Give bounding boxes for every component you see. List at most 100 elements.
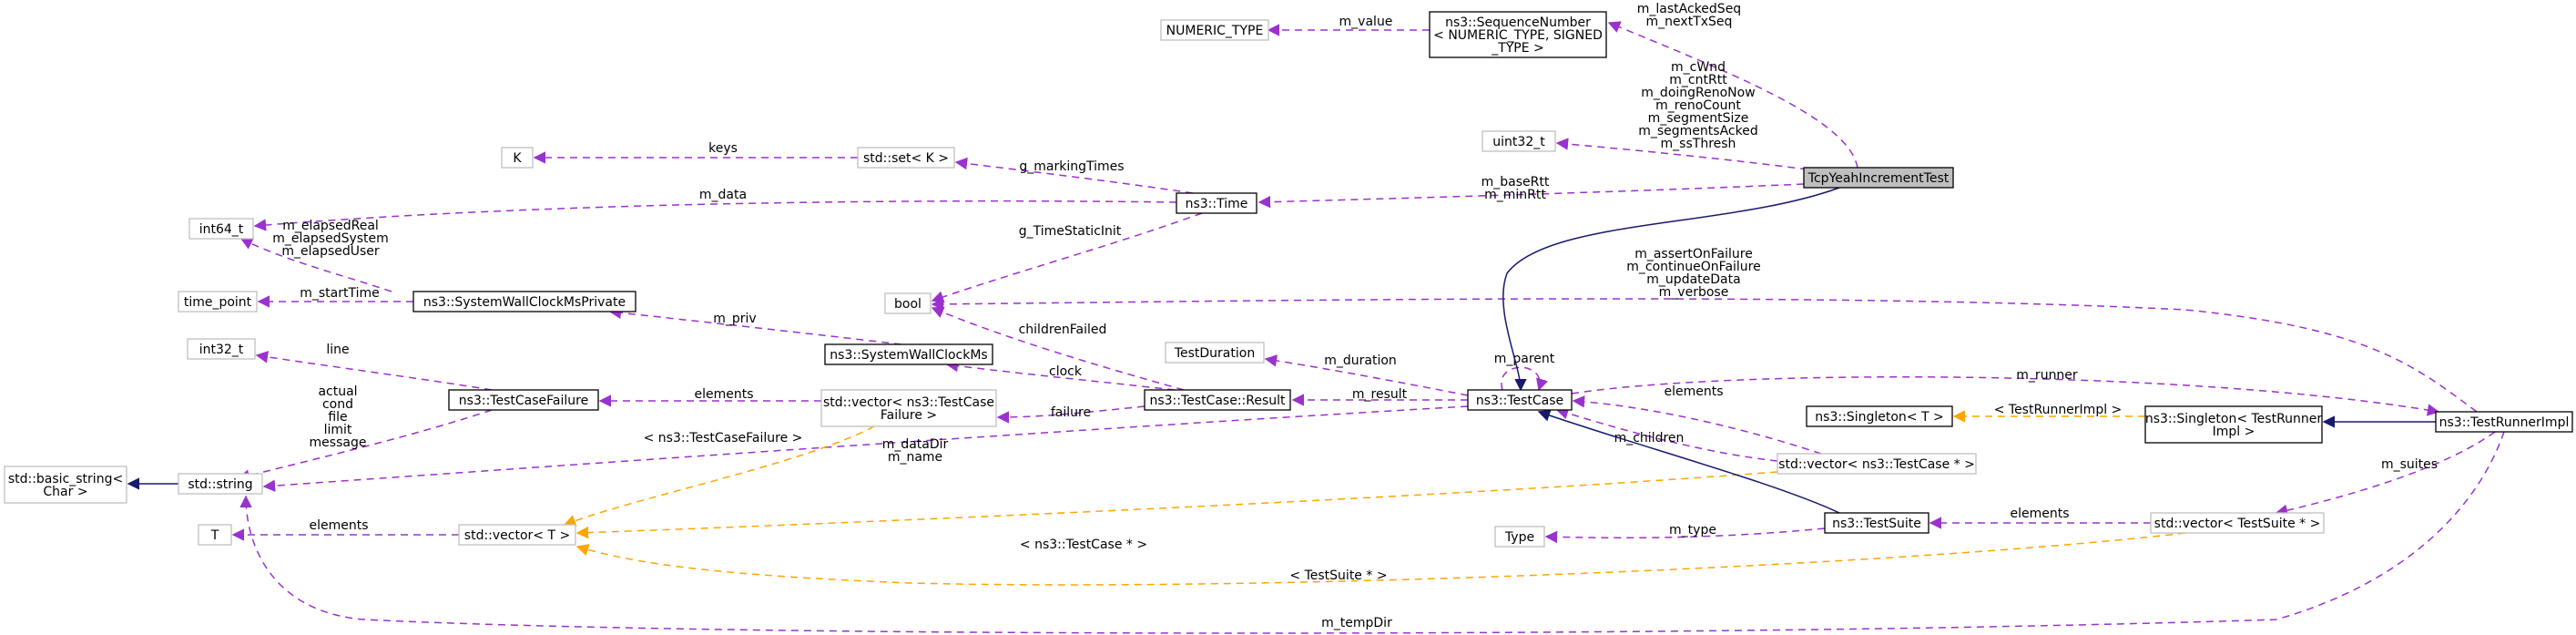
node-label: int32_t xyxy=(199,343,244,357)
edge-label: < TestRunnerImpl > xyxy=(1994,403,2123,417)
node-label: std::vector< TestSuite * > xyxy=(2154,517,2321,531)
node-tcresult[interactable]: ns3::TestCase::Result xyxy=(1144,389,1291,411)
edge-label-line: m_parent xyxy=(1494,352,1555,366)
edge-swcmp-starttime: m_startTime xyxy=(257,286,413,308)
node-testrunnerimpl[interactable]: ns3::TestRunnerImpl xyxy=(2435,411,2573,433)
edge-label-line: file xyxy=(328,410,347,425)
node-box xyxy=(448,389,599,411)
node-label-line: std::set< K > xyxy=(863,151,949,166)
node-box xyxy=(458,524,576,546)
node-box xyxy=(178,473,263,495)
node-label-line: < NUMERIC_TYPE, SIGNED xyxy=(1433,28,1603,43)
edge-seqnum-value: m_value xyxy=(1267,15,1430,36)
edge-vec_t-elements: elements xyxy=(231,518,459,541)
edge-label-line: m_duration xyxy=(1324,353,1397,368)
node-string: std::string xyxy=(178,473,263,495)
edge-vec_ts-elements: elements xyxy=(1929,507,2151,529)
edge-label-line: m_renoCount xyxy=(1655,98,1741,113)
node-time[interactable]: ns3::Time xyxy=(1176,192,1257,214)
node-seqnum[interactable]: ns3::SequenceNumber< NUMERIC_TYPE, SIGNE… xyxy=(1429,11,1607,58)
edge-label-line: m_elapsedSystem xyxy=(272,231,389,246)
node-box xyxy=(198,524,232,546)
edge-label-line: m_baseRtt xyxy=(1481,175,1550,189)
edge-label-line: elements xyxy=(694,387,753,402)
edge-label: g_markingTimes xyxy=(1019,159,1124,174)
edge-label-line: < TestRunnerImpl > xyxy=(1994,403,2123,417)
edge-label: m_data xyxy=(699,188,747,202)
node-testcasefailure[interactable]: ns3::TestCaseFailure xyxy=(448,389,599,411)
node-box xyxy=(187,338,256,360)
edge-time-staticinit: g_TimeStaticInit xyxy=(931,212,1203,303)
edge-label-line: line xyxy=(326,343,349,357)
node-tcpyeah[interactable]: TcpYeahIncrementTest xyxy=(1803,167,1954,189)
edge-line xyxy=(1502,187,1840,392)
node-box xyxy=(820,389,997,427)
edge-label: m_parent xyxy=(1494,352,1555,366)
node-box xyxy=(857,147,955,169)
node-testsuite[interactable]: ns3::TestSuite xyxy=(1824,512,1929,534)
node-time-point: time_point xyxy=(178,291,258,312)
node-box xyxy=(1806,405,1953,427)
node-int64: int64_t xyxy=(188,218,254,240)
node-label-line: std::vector< TestSuite * > xyxy=(2154,517,2321,531)
node-label-line: ns3::SequenceNumber xyxy=(1445,15,1591,30)
edge-label: m_children xyxy=(1614,431,1685,446)
node-label: uint32_t xyxy=(1492,135,1545,149)
edge-label-line: < ns3::TestCaseFailure > xyxy=(644,431,803,446)
edge-tcresult-childrenfailed: childrenFailed xyxy=(931,306,1185,391)
node-label: ns3::TestSuite xyxy=(1832,517,1921,531)
edge-label: g_TimeStaticInit xyxy=(1019,224,1122,239)
edge-line xyxy=(1607,21,1858,169)
node-label: T xyxy=(210,528,219,543)
edge-testcase-duration: m_duration xyxy=(1264,353,1469,396)
edge-label-line: m_data xyxy=(699,188,747,202)
node-label: std::vector< T > xyxy=(464,528,570,543)
edge-label-line: actual xyxy=(318,384,357,399)
node-box xyxy=(1803,167,1954,189)
node-label-line: uint32_t xyxy=(1492,135,1545,149)
edge-label: m_suites xyxy=(2381,457,2438,472)
edge-label-line: m_verbose xyxy=(1659,285,1729,300)
node-box xyxy=(2435,411,2573,433)
edge-label-line: < TestSuite * > xyxy=(1289,568,1387,583)
edge-line xyxy=(1544,527,1826,544)
node-label: TcpYeahIncrementTest xyxy=(1807,171,1950,186)
node-testcase[interactable]: ns3::TestCase xyxy=(1467,389,1573,411)
edge-label: elements xyxy=(309,518,368,533)
edge-label-line: m_priv xyxy=(713,312,756,326)
edge-label-line: g_markingTimes xyxy=(1019,159,1124,174)
node-box xyxy=(412,291,636,312)
edge-label-line: m_startTime xyxy=(300,286,380,301)
node-label-line: std::basic_string< xyxy=(8,472,123,486)
node-singleton-t[interactable]: ns3::Singleton< T > xyxy=(1806,405,1953,427)
edge-label-line: elements xyxy=(309,518,368,533)
edge-vec_tc-elements: elements xyxy=(1572,384,1822,455)
edge-label: m_result xyxy=(1352,387,1408,402)
edge-line xyxy=(1572,395,1822,455)
node-label-line: std::vector< ns3::TestCase xyxy=(823,395,994,410)
edge-label-line: m_assertOnFailure xyxy=(1634,247,1753,261)
edge-label: keys xyxy=(708,141,738,156)
node-label-line: ns3::TestCase::Result xyxy=(1149,394,1286,408)
edge-line xyxy=(2275,431,2496,517)
edge-label-line: m_segmentSize xyxy=(1648,111,1749,126)
node-label-line: TcpYeahIncrementTest xyxy=(1807,171,1950,186)
node-box xyxy=(824,343,993,365)
edge-line xyxy=(1555,407,1778,462)
edge-testsuite-type: m_type xyxy=(1544,523,1826,544)
edge-label-line: m_doingRenoNow xyxy=(1641,86,1755,100)
edge-time-markingtimes: g_markingTimes xyxy=(954,157,1194,194)
edge-line xyxy=(945,359,1176,391)
node-box xyxy=(1494,526,1545,548)
node-swcm[interactable]: ns3::SystemWallClockMs xyxy=(824,343,993,365)
edge-line xyxy=(608,306,902,345)
node-box xyxy=(1429,11,1607,58)
node-swcmp[interactable]: ns3::SystemWallClockMsPrivate xyxy=(412,291,636,312)
edge-label-line: message xyxy=(310,435,367,450)
